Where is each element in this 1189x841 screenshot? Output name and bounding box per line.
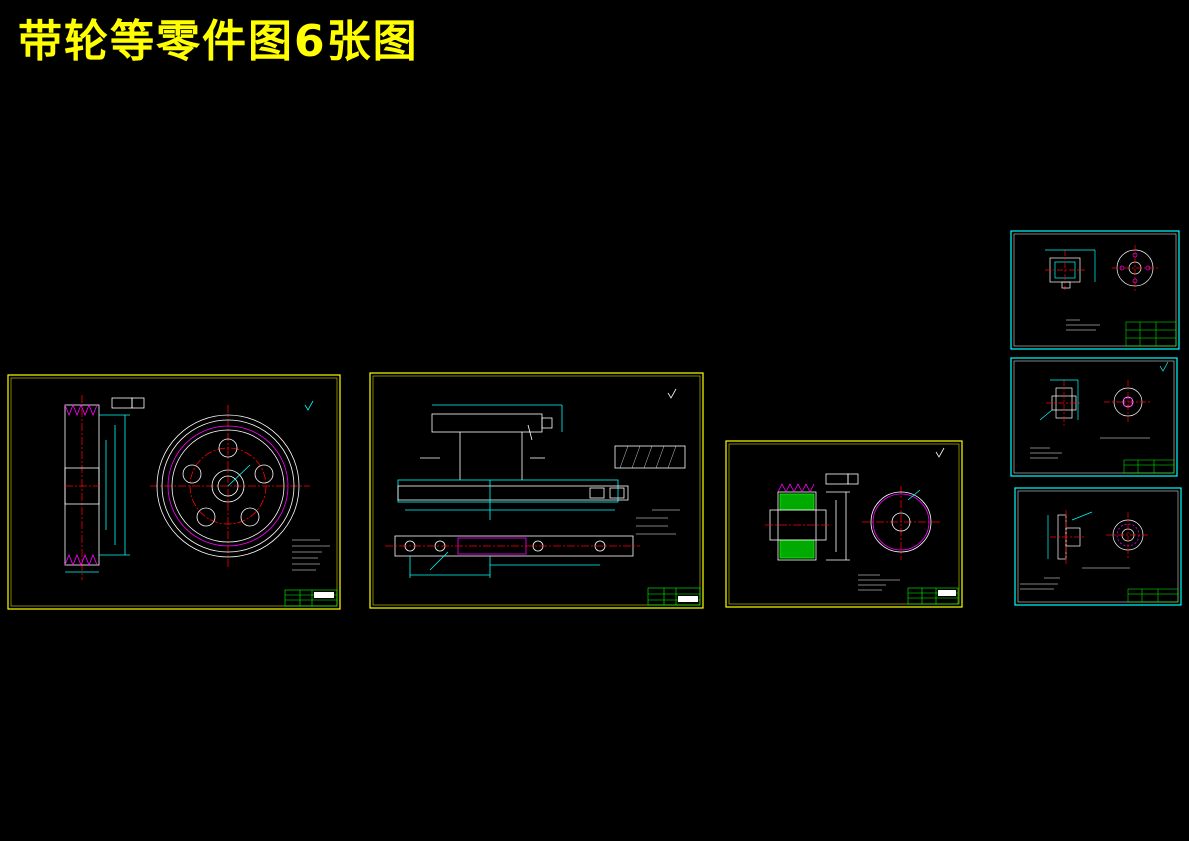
section-detail — [614, 445, 686, 469]
part-bottom-view — [385, 535, 640, 578]
sheet-pulley-large[interactable] — [7, 374, 341, 610]
sheet-border — [1014, 487, 1182, 606]
small-pulley-section — [765, 473, 859, 561]
pulley-front-view — [150, 405, 310, 568]
sheet-inner-border — [728, 443, 960, 605]
flange-2-section — [1039, 379, 1082, 428]
sheet-inner-border — [372, 375, 701, 606]
sheet-border — [7, 374, 341, 610]
roughness-mark — [935, 447, 945, 458]
technical-notes — [292, 539, 330, 571]
technical-notes — [1030, 437, 1150, 459]
sheet-border — [725, 440, 963, 608]
title-block — [1123, 459, 1175, 474]
roughness-mark — [1159, 361, 1169, 372]
sheet-flange-3[interactable] — [1014, 487, 1182, 606]
roughness-mark — [304, 400, 314, 411]
title-block — [1125, 321, 1177, 347]
flange-1-front — [1112, 245, 1158, 291]
sheet-inner-border — [1017, 490, 1179, 603]
flange-3-front — [1106, 512, 1150, 558]
sheet-flange-1[interactable] — [1010, 230, 1180, 350]
part-top-view — [420, 404, 563, 480]
sheet-shaft-part[interactable] — [369, 372, 704, 609]
sheet-border — [1010, 230, 1180, 350]
small-pulley-front — [862, 486, 942, 560]
sheet-inner-border — [1013, 360, 1175, 474]
technical-notes — [1066, 319, 1100, 331]
title-block — [907, 587, 959, 605]
flange-2-front — [1104, 380, 1152, 424]
sheet-flange-2[interactable] — [1010, 357, 1178, 477]
flange-3-section — [1047, 510, 1093, 565]
technical-notes — [858, 574, 900, 591]
pulley-section-view — [64, 395, 145, 580]
title-block — [284, 589, 338, 607]
sheet-inner-border — [1013, 233, 1177, 347]
sheet-border — [369, 372, 704, 609]
sheet-pulley-small[interactable] — [725, 440, 963, 608]
title-block — [647, 587, 701, 606]
flange-1-section — [1045, 249, 1096, 290]
part-middle-view — [397, 479, 629, 520]
sheet-inner-border — [10, 377, 338, 607]
sheet-border — [1010, 357, 1178, 477]
page-title: 带轮等零件图6张图 — [18, 16, 419, 67]
technical-notes — [1020, 567, 1130, 590]
roughness-mark — [667, 388, 677, 399]
title-block — [1127, 588, 1179, 603]
technical-notes — [636, 509, 680, 535]
